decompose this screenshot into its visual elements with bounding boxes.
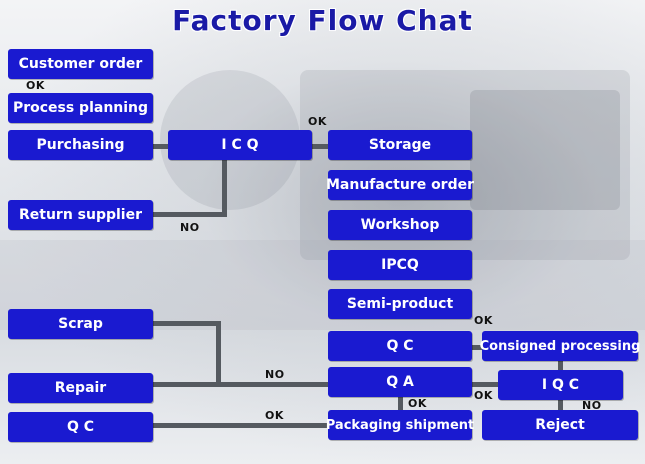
node-icq: I C Q: [168, 130, 312, 160]
connector-icq-storage: [311, 144, 329, 149]
edge-label-no: NO: [582, 399, 602, 412]
node-reject: Reject: [482, 410, 638, 440]
connector-qa-iqc: [471, 382, 499, 387]
connector-qc-packaging: [152, 423, 330, 428]
connector-scrap: [152, 321, 221, 326]
edge-label-ok: OK: [474, 389, 493, 402]
connector-qa-packaging: [398, 396, 403, 410]
node-consigned-processing: Consigned processing: [480, 331, 640, 361]
node-storage: Storage: [328, 130, 472, 160]
node-purchasing: Purchasing: [8, 130, 153, 160]
machine-shape: [470, 90, 620, 210]
node-iqc: I Q C: [498, 370, 623, 400]
node-customer-order: Customer order: [8, 49, 153, 79]
node-workshop: Workshop: [328, 210, 472, 240]
edge-label-no: NO: [265, 368, 285, 381]
node-ipcq: IPCQ: [328, 250, 472, 280]
connector-icq-down: [222, 160, 227, 217]
node-manufacture-order: Manufacture order: [326, 170, 474, 200]
node-repair: Repair: [8, 373, 153, 403]
connector-qc-consigned: [471, 345, 483, 350]
edge-label-ok: OK: [474, 314, 493, 327]
edge-label-ok: OK: [265, 409, 284, 422]
node-return-supplier: Return supplier: [8, 200, 153, 230]
connector-repair-qa: [152, 382, 330, 387]
connector-to-return-supplier: [152, 212, 227, 217]
connector-iqc-reject: [558, 399, 563, 410]
connector-scrap-vertical: [216, 321, 221, 387]
node-packaging-shipment: Packaging shipment: [326, 410, 474, 440]
node-qc-mid: Q C: [328, 331, 472, 361]
node-process-planning: Process planning: [8, 93, 153, 123]
connector-purchasing-icq: [152, 144, 168, 149]
node-scrap: Scrap: [8, 309, 153, 339]
node-semi-product: Semi-product: [328, 289, 472, 319]
edge-label-ok: OK: [26, 79, 45, 92]
chart-title: Factory Flow Chat: [172, 4, 473, 37]
node-qa: Q A: [328, 367, 472, 397]
edge-label-ok: OK: [308, 115, 327, 128]
edge-label-no: NO: [180, 221, 200, 234]
edge-label-ok: OK: [408, 397, 427, 410]
connector-consigned-iqc: [558, 361, 563, 371]
node-qc-left: Q C: [8, 412, 153, 442]
